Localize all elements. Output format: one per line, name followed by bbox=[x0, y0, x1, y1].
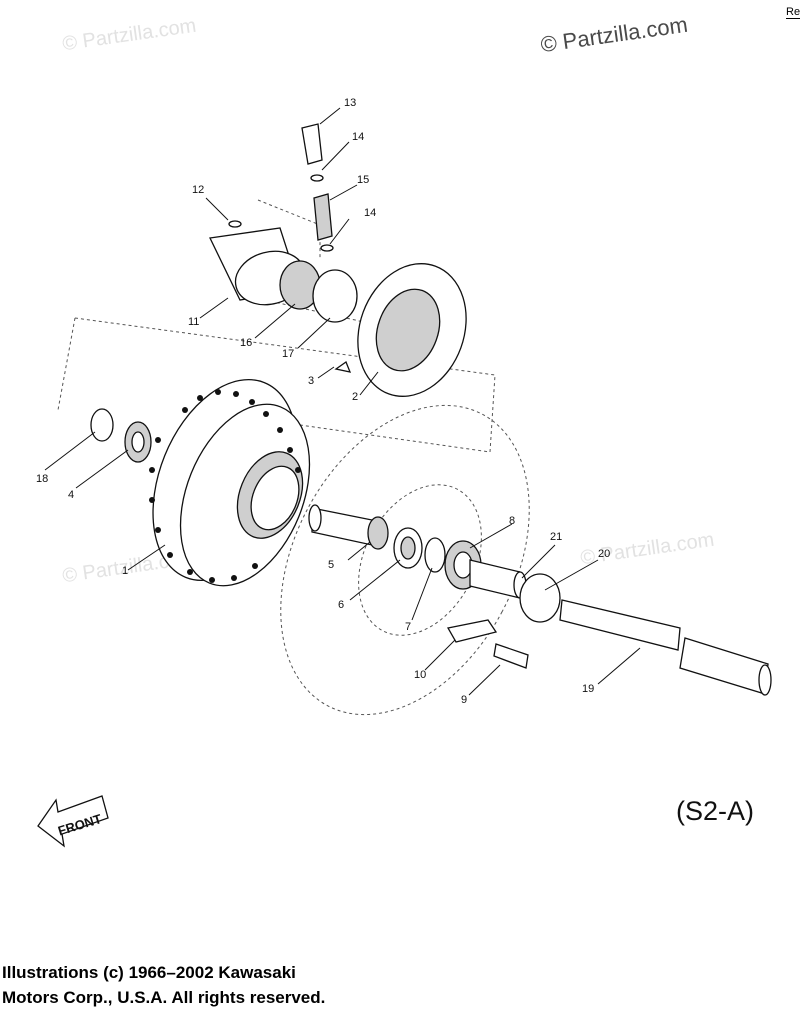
corner-link-text[interactable]: Re bbox=[786, 6, 800, 19]
callout-6: 6 bbox=[338, 599, 344, 611]
collar-part bbox=[469, 559, 521, 599]
callout-21: 21 bbox=[550, 531, 562, 543]
callouts: 1 2 3 4 5 6 7 8 9 10 11 12 13 14 14 15 1… bbox=[36, 97, 610, 706]
front-arrow-icon: FRONT bbox=[37, 795, 109, 848]
lock-washer-part bbox=[446, 619, 498, 643]
callout-13: 13 bbox=[344, 97, 356, 109]
callout-7: 7 bbox=[405, 621, 411, 633]
guide-lines bbox=[57, 317, 496, 453]
brake-disc-outline bbox=[280, 404, 530, 716]
leader-lines bbox=[44, 107, 641, 696]
washer-part bbox=[310, 174, 324, 182]
callout-19: 19 bbox=[582, 683, 594, 695]
callout-4: 4 bbox=[68, 489, 74, 501]
callout-17: 17 bbox=[282, 348, 294, 360]
callout-14a: 14 bbox=[352, 131, 364, 143]
copyright-line-2: Motors Corp., U.S.A. All rights reserved… bbox=[2, 988, 326, 1007]
copyright-notice: Illustrations (c) 1966–2002 Kawasaki Mot… bbox=[2, 960, 325, 1010]
callout-15: 15 bbox=[357, 174, 369, 186]
callout-12: 12 bbox=[192, 184, 204, 196]
spacer-end bbox=[308, 504, 322, 532]
pin-part bbox=[228, 220, 242, 228]
callout-3: 3 bbox=[308, 375, 314, 387]
pinion-bushing-part bbox=[301, 123, 323, 165]
washer-part bbox=[90, 408, 114, 442]
callout-2: 2 bbox=[352, 391, 358, 403]
callout-8: 8 bbox=[509, 515, 515, 527]
callout-9: 9 bbox=[461, 694, 467, 706]
diagram-code: (S2-A) bbox=[676, 796, 755, 826]
axle-part bbox=[559, 599, 681, 651]
axle-nut-part bbox=[519, 573, 561, 623]
callout-18: 18 bbox=[36, 473, 48, 485]
callout-11: 11 bbox=[188, 316, 199, 328]
axle-tip bbox=[758, 664, 772, 696]
copyright-line-1: Illustrations (c) 1966–2002 Kawasaki bbox=[2, 963, 296, 982]
callout-1: 1 bbox=[122, 565, 128, 577]
screw-part bbox=[334, 360, 352, 373]
axle-end-part bbox=[679, 637, 769, 695]
circlip-part bbox=[424, 537, 446, 573]
bolt-part bbox=[493, 643, 529, 669]
seal-part bbox=[367, 516, 389, 550]
callout-5: 5 bbox=[328, 559, 334, 571]
callout-10: 10 bbox=[414, 669, 426, 681]
brake-panel-bore bbox=[375, 288, 441, 372]
pinion-part bbox=[313, 193, 333, 241]
washer-part bbox=[320, 244, 334, 252]
collar-bore bbox=[131, 431, 145, 453]
callout-16: 16 bbox=[240, 337, 252, 349]
bearing-bore bbox=[400, 536, 416, 560]
hub-part bbox=[149, 378, 311, 587]
bearing-bore bbox=[453, 551, 473, 579]
seal-ring-part bbox=[312, 269, 358, 323]
callout-14b: 14 bbox=[364, 207, 376, 219]
callout-20: 20 bbox=[598, 548, 610, 560]
